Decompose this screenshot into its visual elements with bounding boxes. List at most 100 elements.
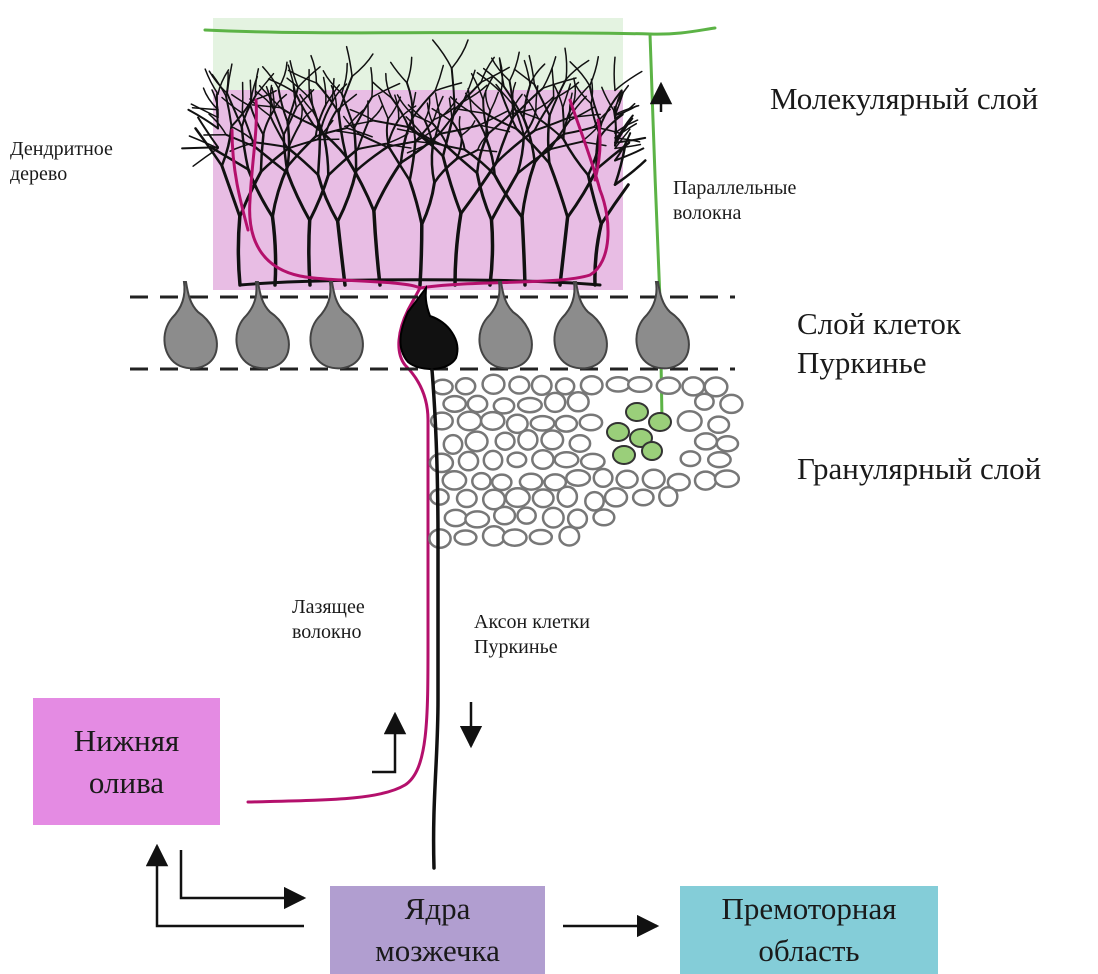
granule-cell — [496, 433, 515, 450]
granule-cell — [518, 398, 542, 412]
purkinje-cell — [236, 282, 288, 368]
dendrite-branch — [614, 57, 615, 90]
granule-cell — [455, 531, 477, 545]
granule-cell — [518, 508, 536, 524]
granule-cell — [494, 398, 514, 413]
granule-cells — [429, 375, 742, 548]
granule-cell — [532, 450, 553, 469]
granule-cell — [533, 490, 554, 508]
dendritic-tree-label: Дендритное дерево — [10, 137, 113, 187]
purkinje-cell — [554, 282, 606, 368]
granule-cell — [556, 379, 574, 395]
granule-cell — [678, 411, 702, 430]
granule-cell — [695, 433, 717, 449]
granule-cell — [720, 395, 742, 413]
granule-cell — [430, 454, 453, 472]
granule-cell — [566, 470, 590, 485]
granule-cell — [605, 488, 627, 506]
granule-cell — [444, 396, 466, 412]
granular-layer-label: Гранулярный слой — [797, 450, 1041, 489]
granule-cell — [443, 471, 466, 489]
granule-cell — [532, 376, 552, 395]
granule-cell — [683, 377, 705, 395]
granule-cell — [643, 470, 665, 488]
granule-cell — [468, 396, 487, 412]
granule-cell — [429, 529, 450, 547]
dendrite-branch — [548, 116, 549, 164]
granule-cell — [459, 452, 478, 470]
granule-cell — [457, 490, 477, 507]
granule-cell — [503, 530, 527, 546]
granule-cell — [433, 380, 453, 395]
granule-cell — [518, 430, 537, 449]
molecular-layer-top-band — [213, 18, 623, 90]
dendrite-branch — [420, 225, 422, 285]
granule-cell — [458, 412, 481, 431]
granule-cell — [659, 487, 677, 506]
granule-cell — [695, 472, 716, 490]
granule-cell — [492, 475, 511, 490]
granule-cell — [695, 394, 713, 410]
granule-cell — [580, 415, 602, 431]
purkinje-cell — [479, 282, 531, 368]
molecular-layer-label: Молекулярный слой — [770, 80, 1038, 119]
granule-cell — [508, 453, 527, 467]
granule-cell — [568, 392, 589, 411]
granule-cell — [617, 471, 638, 488]
granule-cell — [465, 511, 489, 527]
purkinje-cell — [164, 282, 216, 368]
purkinje-layer-label: Слой клеток Пуркинье — [797, 305, 961, 383]
granule-cell — [581, 454, 604, 469]
granule-cell — [594, 469, 613, 487]
granule-cell — [506, 488, 530, 507]
granule-cell — [594, 510, 615, 526]
nuclei-to-olive-arrow — [157, 846, 304, 926]
granule-cell — [555, 452, 579, 467]
granule-cell — [456, 378, 475, 394]
granule-cell — [708, 452, 730, 467]
granule-cell — [657, 378, 680, 394]
granule-cell — [481, 412, 504, 430]
active-granule-cells — [607, 403, 671, 464]
granule-cell — [483, 526, 505, 545]
purkinje-cell — [310, 282, 362, 368]
granule-cell — [715, 471, 739, 487]
granule-cell — [568, 510, 587, 528]
dendrite-branch — [238, 217, 240, 285]
climbing-fiber-arrow-up — [372, 714, 395, 772]
granule-cell — [717, 436, 738, 451]
dendrite-branch — [182, 147, 218, 148]
purkinje-cells — [164, 282, 688, 369]
granule-cell — [520, 474, 542, 490]
granule-cell — [466, 432, 488, 452]
purkinje-axon-label: Аксон клетки Пуркинье — [474, 610, 590, 660]
climbing-fiber-label: Лазящее волокно — [292, 595, 365, 645]
granule-cell — [531, 416, 555, 430]
granule-cell — [494, 507, 515, 524]
granule-cell — [633, 490, 653, 505]
granule-cell — [607, 377, 630, 391]
dendrite-branch — [242, 83, 243, 114]
active-purkinje-cell — [400, 288, 457, 369]
purkinje-cell — [636, 282, 688, 368]
purkinje-axon — [432, 370, 438, 868]
granule-cell — [444, 435, 462, 454]
granule-cell — [708, 417, 729, 433]
granule-cell — [628, 377, 651, 392]
granule-cell — [483, 375, 505, 394]
cerebellar-nuclei-box: Ядра мозжечка — [330, 886, 545, 974]
granule-cell — [445, 510, 467, 526]
granule-cell — [484, 451, 502, 470]
dendrite-branch — [563, 108, 564, 140]
granule-cell — [570, 435, 590, 451]
premotor-area-box: Премоторная область — [680, 886, 938, 974]
dendrite-branch — [309, 220, 310, 285]
granule-cell — [681, 451, 700, 466]
granule-cell — [558, 487, 577, 507]
granule-cell — [530, 530, 552, 544]
inferior-olive-box: Нижняя олива — [33, 698, 220, 825]
granule-cell — [581, 376, 603, 394]
granule-cell — [543, 508, 564, 528]
granule-cell — [472, 473, 490, 489]
olive-to-nuclei-arrow — [181, 850, 304, 898]
